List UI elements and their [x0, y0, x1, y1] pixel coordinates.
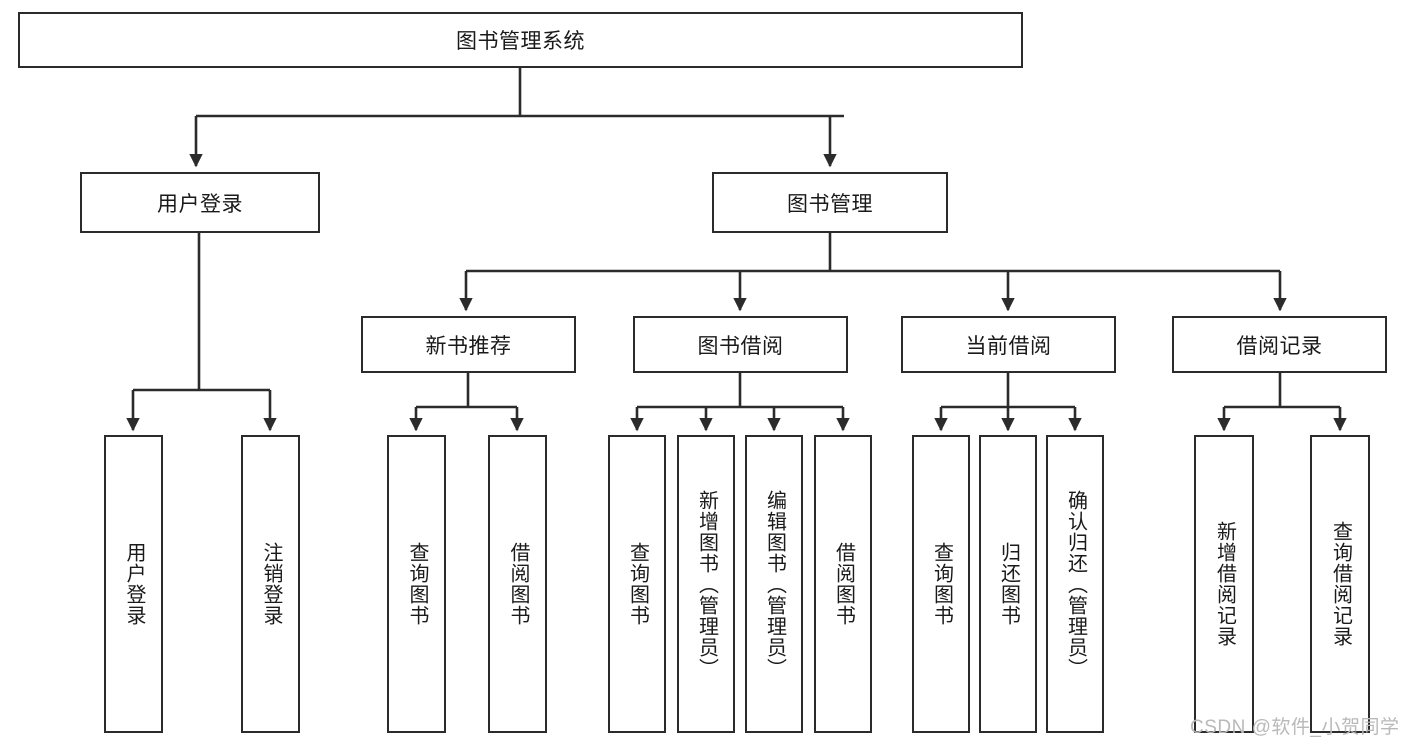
leaf-currentborrow-return-book-label: 归还图书 [997, 542, 1020, 626]
leaf-bookborrow-edit-book[interactable]: 编辑图书（管理员） [745, 435, 803, 733]
leaf-borrowrecord-add-record[interactable]: 新增借阅记录 [1194, 435, 1254, 733]
leaf-bookborrow-query-book[interactable]: 查询图书 [608, 435, 666, 733]
leaf-logout-label: 注销登录 [260, 542, 282, 626]
leaf-newbook-borrow-book[interactable]: 借阅图书 [488, 435, 547, 733]
leaf-bookborrow-add-book[interactable]: 新增图书（管理员） [677, 435, 735, 733]
leaf-borrowrecord-query-record[interactable]: 查询借阅记录 [1310, 435, 1370, 733]
leaf-currentborrow-confirm-return[interactable]: 确认归还（管理员） [1046, 435, 1104, 733]
node-user-login-label: 用户登录 [157, 192, 243, 216]
node-current-borrow-label: 当前借阅 [965, 334, 1052, 358]
node-book-manage[interactable]: 图书管理 [712, 172, 948, 233]
node-new-book-recommend[interactable]: 新书推荐 [361, 316, 576, 373]
leaf-logout[interactable]: 注销登录 [241, 435, 300, 733]
leaf-bookborrow-borrow-book-label: 借阅图书 [832, 542, 855, 626]
leaf-borrowrecord-add-record-label: 新增借阅记录 [1213, 521, 1236, 647]
leaf-bookborrow-query-book-label: 查询图书 [626, 542, 649, 626]
node-new-book-recommend-label: 新书推荐 [425, 334, 512, 358]
leaf-currentborrow-query-book-label: 查询图书 [930, 542, 953, 626]
leaf-user-login-label: 用户登录 [123, 542, 145, 626]
node-borrow-record[interactable]: 借阅记录 [1172, 316, 1387, 373]
node-current-borrow[interactable]: 当前借阅 [901, 316, 1116, 373]
node-book-borrow-label: 图书借阅 [697, 334, 784, 358]
leaf-currentborrow-confirm-return-label: 确认归还（管理员） [1064, 489, 1087, 679]
node-book-manage-label: 图书管理 [787, 192, 873, 216]
leaf-newbook-query-book[interactable]: 查询图书 [387, 435, 446, 733]
node-root-label: 图书管理系统 [456, 30, 585, 53]
leaf-newbook-borrow-book-label: 借阅图书 [507, 542, 529, 626]
leaf-user-login[interactable]: 用户登录 [104, 435, 163, 733]
node-borrow-record-label: 借阅记录 [1236, 334, 1323, 358]
leaf-borrowrecord-query-record-label: 查询借阅记录 [1329, 521, 1352, 647]
leaf-bookborrow-add-book-label: 新增图书（管理员） [695, 489, 718, 679]
leaf-bookborrow-borrow-book[interactable]: 借阅图书 [814, 435, 872, 733]
leaf-newbook-query-book-label: 查询图书 [406, 542, 428, 626]
node-user-login[interactable]: 用户登录 [80, 172, 320, 233]
leaf-bookborrow-edit-book-label: 编辑图书（管理员） [763, 489, 786, 679]
node-root[interactable]: 图书管理系统 [18, 12, 1023, 68]
node-book-borrow[interactable]: 图书借阅 [633, 316, 848, 373]
leaf-currentborrow-return-book[interactable]: 归还图书 [979, 435, 1037, 733]
csdn-watermark: CSDN @软件_小贺同学 [1190, 717, 1400, 738]
leaf-currentborrow-query-book[interactable]: 查询图书 [912, 435, 970, 733]
